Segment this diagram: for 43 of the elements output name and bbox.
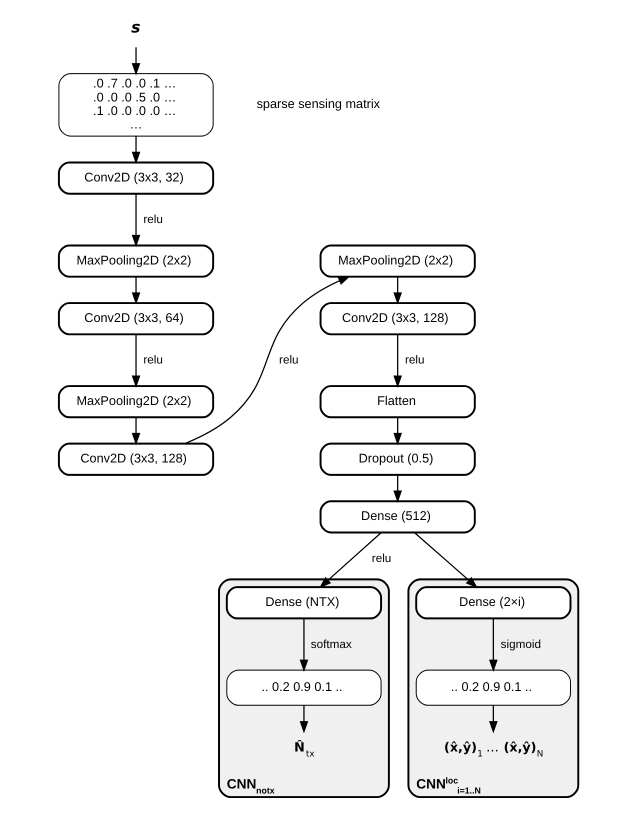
node-box: .. 0.2 0.9 0.1 .. [415,670,570,706]
arrow [392,418,402,446]
node-box: MaxPooling2D (2x2) [57,385,214,418]
arrow [414,532,478,588]
arrow [131,194,140,248]
edge-label: relu [371,552,391,565]
arrow [318,532,381,588]
node-box: .. 0.2 0.9 0.1 .. [226,670,382,706]
node-text: N̂$_{tx}$ [294,740,314,760]
node-box: Conv2D (3x3, 32) [57,162,214,195]
edge-label: relu [142,213,162,226]
node-box: Conv2D (3x3, 64) [57,302,214,336]
arrow [131,334,140,388]
arrow [131,136,140,164]
arrow [131,276,140,305]
arrow [392,276,402,305]
node-box: Dense (NTX) [225,586,382,620]
arrow [131,418,140,446]
node-box: Conv2D (3x3, 128) [57,442,214,476]
edge-label: relu [142,354,162,367]
arrow [299,706,308,734]
node-box: Dense (512) [319,500,476,534]
arrow [299,618,308,672]
arrow [131,47,140,76]
arrow [392,334,402,388]
node-box: Flatten [319,385,476,418]
edge-label: sigmoid [500,638,540,651]
node-box: MaxPooling2D (2x2) [319,244,476,278]
node-text: s [130,18,140,36]
node-box: Dropout (0.5) [319,442,476,476]
arrow [488,618,498,672]
node-text: (x̂,ŷ)$_{1}$ … (x̂,ŷ)$_{N}$ [444,740,543,760]
arrow [184,276,350,444]
node-box: Dense (2×i) [414,586,571,620]
edge-label: relu [278,354,298,367]
node-box: Conv2D (3x3, 128) [319,302,476,336]
arrow [392,475,402,503]
node-label: sparse sensing matrix [256,97,380,112]
edge-label: relu [404,354,424,367]
arrow [488,706,498,734]
node-box: MaxPooling2D (2x2) [57,244,214,278]
node-box: .0 .7 .0 .0 .1 … .0 .0 .0 .5 .0 … .1 .0 .0 .0 .0 … … [58,73,214,137]
edge-label: softmax [310,638,352,651]
